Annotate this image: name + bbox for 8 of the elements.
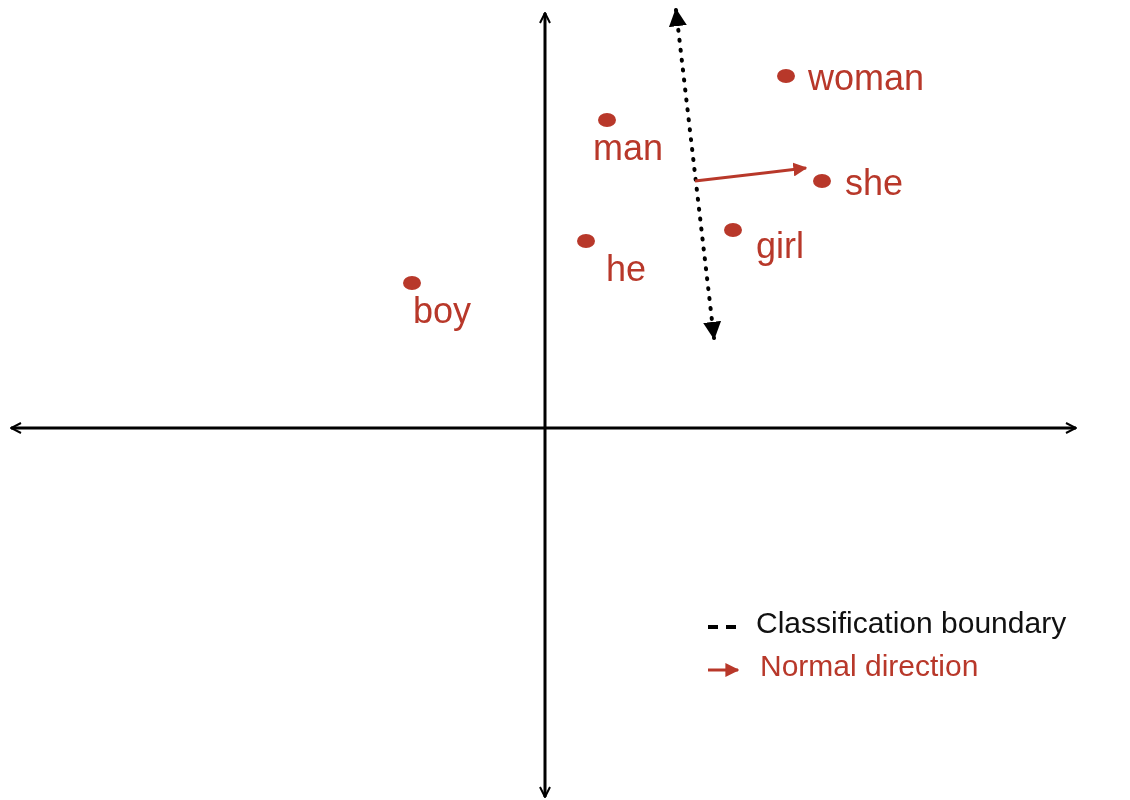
point-label: man bbox=[593, 128, 664, 168]
point-label: he bbox=[606, 249, 647, 289]
legend-label: Classification boundary bbox=[756, 606, 1067, 640]
point-label: woman bbox=[808, 58, 925, 98]
point-label: boy bbox=[413, 291, 472, 331]
point-label: she bbox=[845, 163, 904, 203]
point-label: girl bbox=[756, 226, 804, 266]
legend-label: Normal direction bbox=[760, 649, 979, 683]
